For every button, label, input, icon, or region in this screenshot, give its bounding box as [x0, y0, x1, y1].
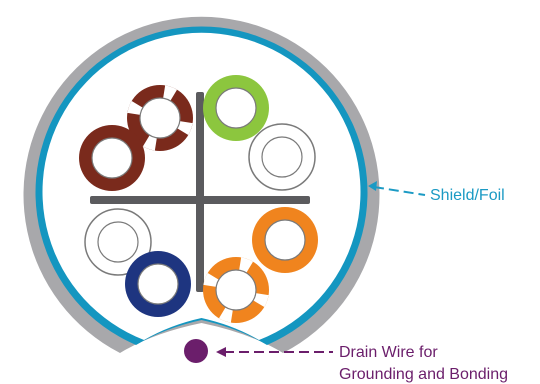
conductor-orange-white-stripe [253, 293, 269, 307]
conductor-brown-white-stripe [127, 101, 143, 115]
conductor-brown-white-stripe [163, 85, 177, 101]
conductor-brown-white-stripe [177, 121, 193, 135]
conductor-white-left [84, 208, 152, 276]
conductor-white-top-core [261, 136, 303, 178]
drain-wire [184, 339, 208, 363]
conductor-white-left-core [97, 221, 139, 263]
conductor-brown-white [127, 85, 193, 151]
spline-horizontal [90, 196, 310, 204]
conductor-orange-white-stripe [239, 257, 253, 273]
conductor-orange-core [264, 219, 306, 261]
conductor-orange-white [203, 257, 269, 323]
conductor-group [79, 75, 318, 323]
conductor-orange [252, 207, 318, 273]
conductor-brown-white-stripe [143, 135, 157, 151]
drain-wire-label-line2: Grounding and Bonding [339, 366, 508, 383]
conductor-blue-core [137, 263, 179, 305]
conductor-orange-white-stripe [219, 307, 233, 323]
shield-callout-arrow [368, 181, 377, 191]
spline-vertical [196, 92, 204, 292]
conductor-orange-white-core [215, 269, 257, 311]
conductor-brown [79, 125, 145, 191]
shield-foil-label: Shield/Foil [430, 187, 505, 204]
conductor-white-top [248, 123, 316, 191]
shield-callout-line [373, 186, 426, 196]
conductor-green-core [215, 87, 257, 129]
conductor-brown-white-core [139, 97, 181, 139]
conductor-brown-core [91, 137, 133, 179]
conductor-green [203, 75, 269, 141]
conductor-orange-white-stripe [203, 273, 219, 287]
drain-callout-arrow [216, 347, 226, 357]
drain-wire-label-line1: Drain Wire for [339, 344, 438, 361]
conductor-blue [125, 251, 191, 317]
